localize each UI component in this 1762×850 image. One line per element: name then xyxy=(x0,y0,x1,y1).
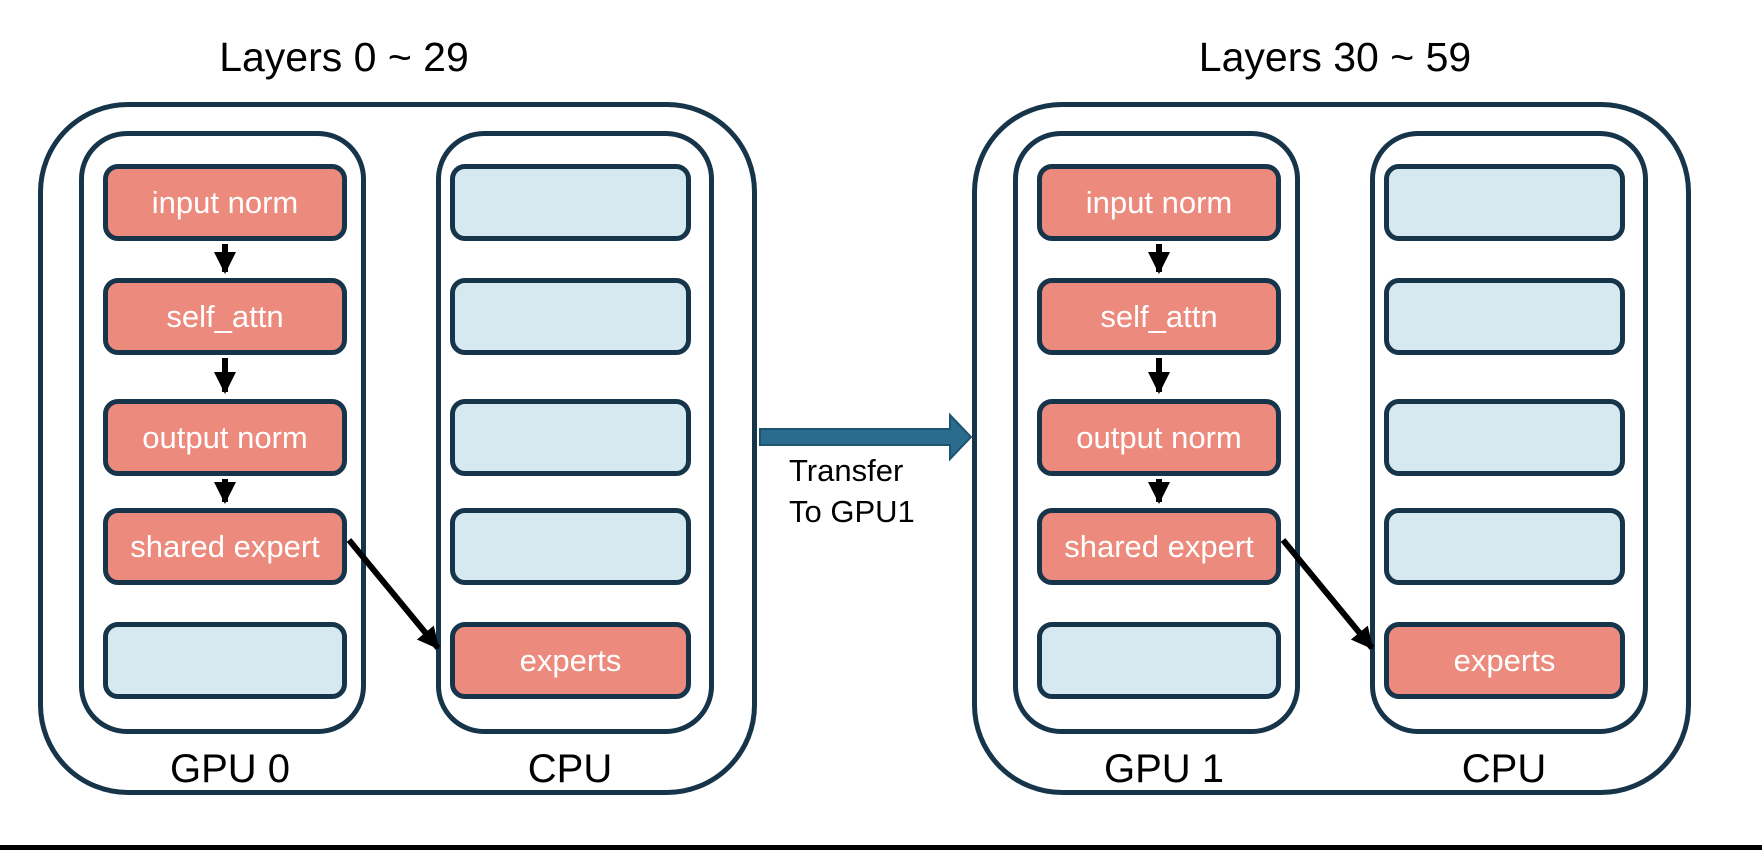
node-label: experts xyxy=(519,642,622,678)
node-input-norm-gpu0: input norm xyxy=(103,164,347,241)
node-experts-cpu-left: experts xyxy=(450,622,691,699)
node-label: experts xyxy=(1453,642,1556,678)
label-gpu1: GPU 1 xyxy=(1103,747,1225,791)
title-layers-0-29: Layers 0 ~ 29 xyxy=(219,34,469,80)
node-self-attn-gpu1: self_attn xyxy=(1037,278,1281,355)
title-layers-30-59: Layers 30 ~ 59 xyxy=(1198,34,1472,80)
node-empty-cpu-left-4 xyxy=(450,508,691,585)
node-empty-cpu-left-1 xyxy=(450,164,691,241)
node-empty-cpu-right-3 xyxy=(1384,399,1625,476)
node-empty-gpu0 xyxy=(103,622,347,699)
transfer-arrow-label: Transfer To GPU1 xyxy=(789,450,915,532)
node-empty-cpu-right-4 xyxy=(1384,508,1625,585)
node-experts-cpu-right: experts xyxy=(1384,622,1625,699)
node-label: input norm xyxy=(151,184,299,220)
node-shared-expert-gpu0: shared expert xyxy=(103,508,347,585)
node-label: shared expert xyxy=(130,528,320,564)
node-label: self_attn xyxy=(1100,298,1218,334)
node-empty-cpu-right-2 xyxy=(1384,278,1625,355)
transfer-label-line2: To GPU1 xyxy=(789,494,915,529)
node-input-norm-gpu1: input norm xyxy=(1037,164,1281,241)
node-empty-cpu-left-3 xyxy=(450,399,691,476)
label-gpu0: GPU 0 xyxy=(169,747,291,791)
node-output-norm-gpu0: output norm xyxy=(103,399,347,476)
node-label: output norm xyxy=(142,419,308,455)
node-label: input norm xyxy=(1085,184,1233,220)
node-empty-cpu-left-2 xyxy=(450,278,691,355)
label-cpu-right: CPU xyxy=(1461,747,1547,791)
node-label: self_attn xyxy=(166,298,284,334)
bottom-border-line xyxy=(0,845,1762,850)
node-self-attn-gpu0: self_attn xyxy=(103,278,347,355)
node-empty-gpu1 xyxy=(1037,622,1281,699)
node-label: output norm xyxy=(1076,419,1242,455)
transfer-label-line1: Transfer xyxy=(789,453,904,488)
node-label: shared expert xyxy=(1064,528,1254,564)
node-empty-cpu-right-1 xyxy=(1384,164,1625,241)
node-output-norm-gpu1: output norm xyxy=(1037,399,1281,476)
node-shared-expert-gpu1: shared expert xyxy=(1037,508,1281,585)
label-cpu-left: CPU xyxy=(527,747,613,791)
